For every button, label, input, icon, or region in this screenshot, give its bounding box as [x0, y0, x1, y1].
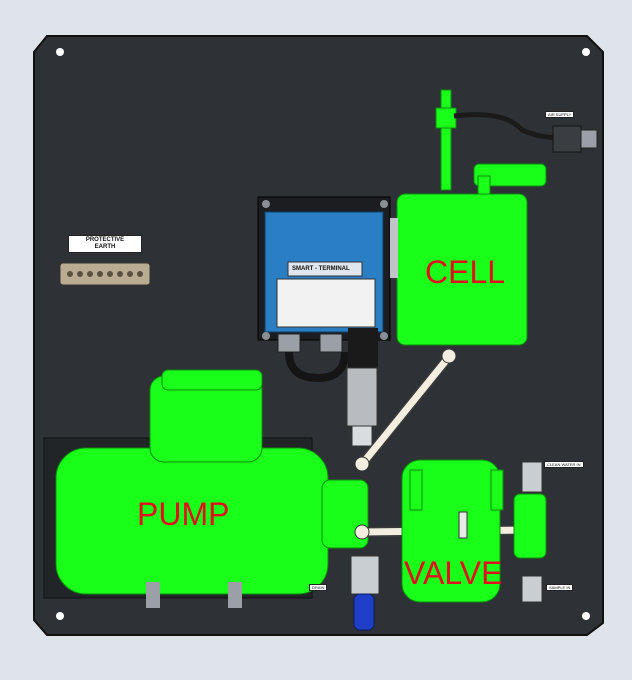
pump-terminal-lid	[161, 369, 263, 391]
air-supply-tag: AIR SUPPLY	[545, 111, 575, 118]
protective-earth-line-1: PROTECTIVE	[85, 237, 125, 243]
screw-icon	[380, 332, 388, 340]
cell-side-fitting	[473, 163, 547, 187]
mounting-hole	[56, 612, 64, 620]
air-supply-fitting	[552, 125, 582, 153]
pipe-elbow	[354, 524, 370, 540]
clean-water-in-tag: CLEAN WATER IN	[544, 461, 584, 468]
cell-top-cap	[435, 107, 457, 129]
earth-terminal-strip	[59, 262, 151, 286]
valve-stem	[458, 511, 468, 539]
screw-icon	[380, 200, 388, 208]
sensor-body	[346, 367, 378, 427]
valve-port-right	[490, 469, 504, 511]
air-hose	[453, 112, 563, 141]
mounting-hole	[582, 612, 590, 620]
valve-outlet-right	[513, 493, 547, 559]
pump-foot	[146, 582, 160, 608]
cable-gland	[319, 333, 343, 353]
clean-water-fitting	[521, 461, 543, 493]
drain-valve-handle	[353, 593, 375, 631]
protective-earth-line-2: EARTH	[94, 244, 116, 250]
cable-gland	[277, 333, 301, 353]
screw-icon	[262, 332, 270, 340]
pipe-elbow	[354, 456, 370, 472]
sensor-thread	[351, 425, 373, 447]
drain-tag: DRAIN	[309, 584, 328, 591]
valve-body	[401, 459, 501, 603]
mounting-hole	[582, 48, 590, 56]
earth-terminal-screws	[67, 271, 143, 277]
cell-label: CELL	[425, 254, 506, 290]
smart-terminal-label-plate	[276, 278, 376, 328]
screw-icon	[262, 200, 270, 208]
smart-terminal-title: SMART - TERMINAL	[292, 266, 350, 272]
protective-earth-label: PROTECTIVE EARTH	[68, 235, 142, 253]
smart-terminal-nameplate	[287, 261, 363, 277]
pipe-cell-to-pump	[360, 355, 451, 466]
pipe-elbow	[441, 348, 457, 364]
cable	[285, 351, 349, 383]
sample-in-fitting	[521, 575, 543, 603]
cell-gasket	[390, 218, 398, 278]
pump-label: PUMP	[137, 496, 230, 532]
pump-foot	[228, 582, 242, 608]
valve-label: VALVE	[404, 555, 503, 591]
mounting-hole	[56, 48, 64, 56]
sample-in-tag: SAMPLE IN	[546, 584, 574, 591]
valve-port-left	[409, 469, 423, 511]
cell-top-pipe	[440, 89, 452, 191]
drain-valve-body	[350, 555, 380, 595]
air-supply-nut	[580, 129, 598, 149]
sensor-connector	[348, 328, 378, 368]
